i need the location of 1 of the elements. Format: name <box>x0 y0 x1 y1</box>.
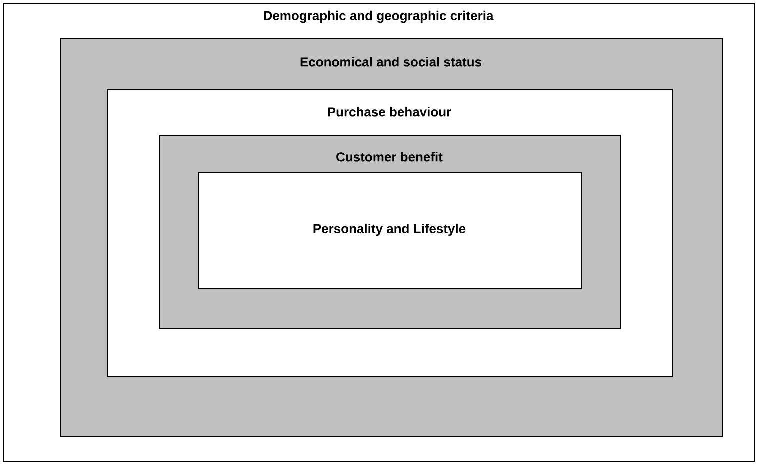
nested-box: Personality and Lifestyle <box>198 172 582 290</box>
